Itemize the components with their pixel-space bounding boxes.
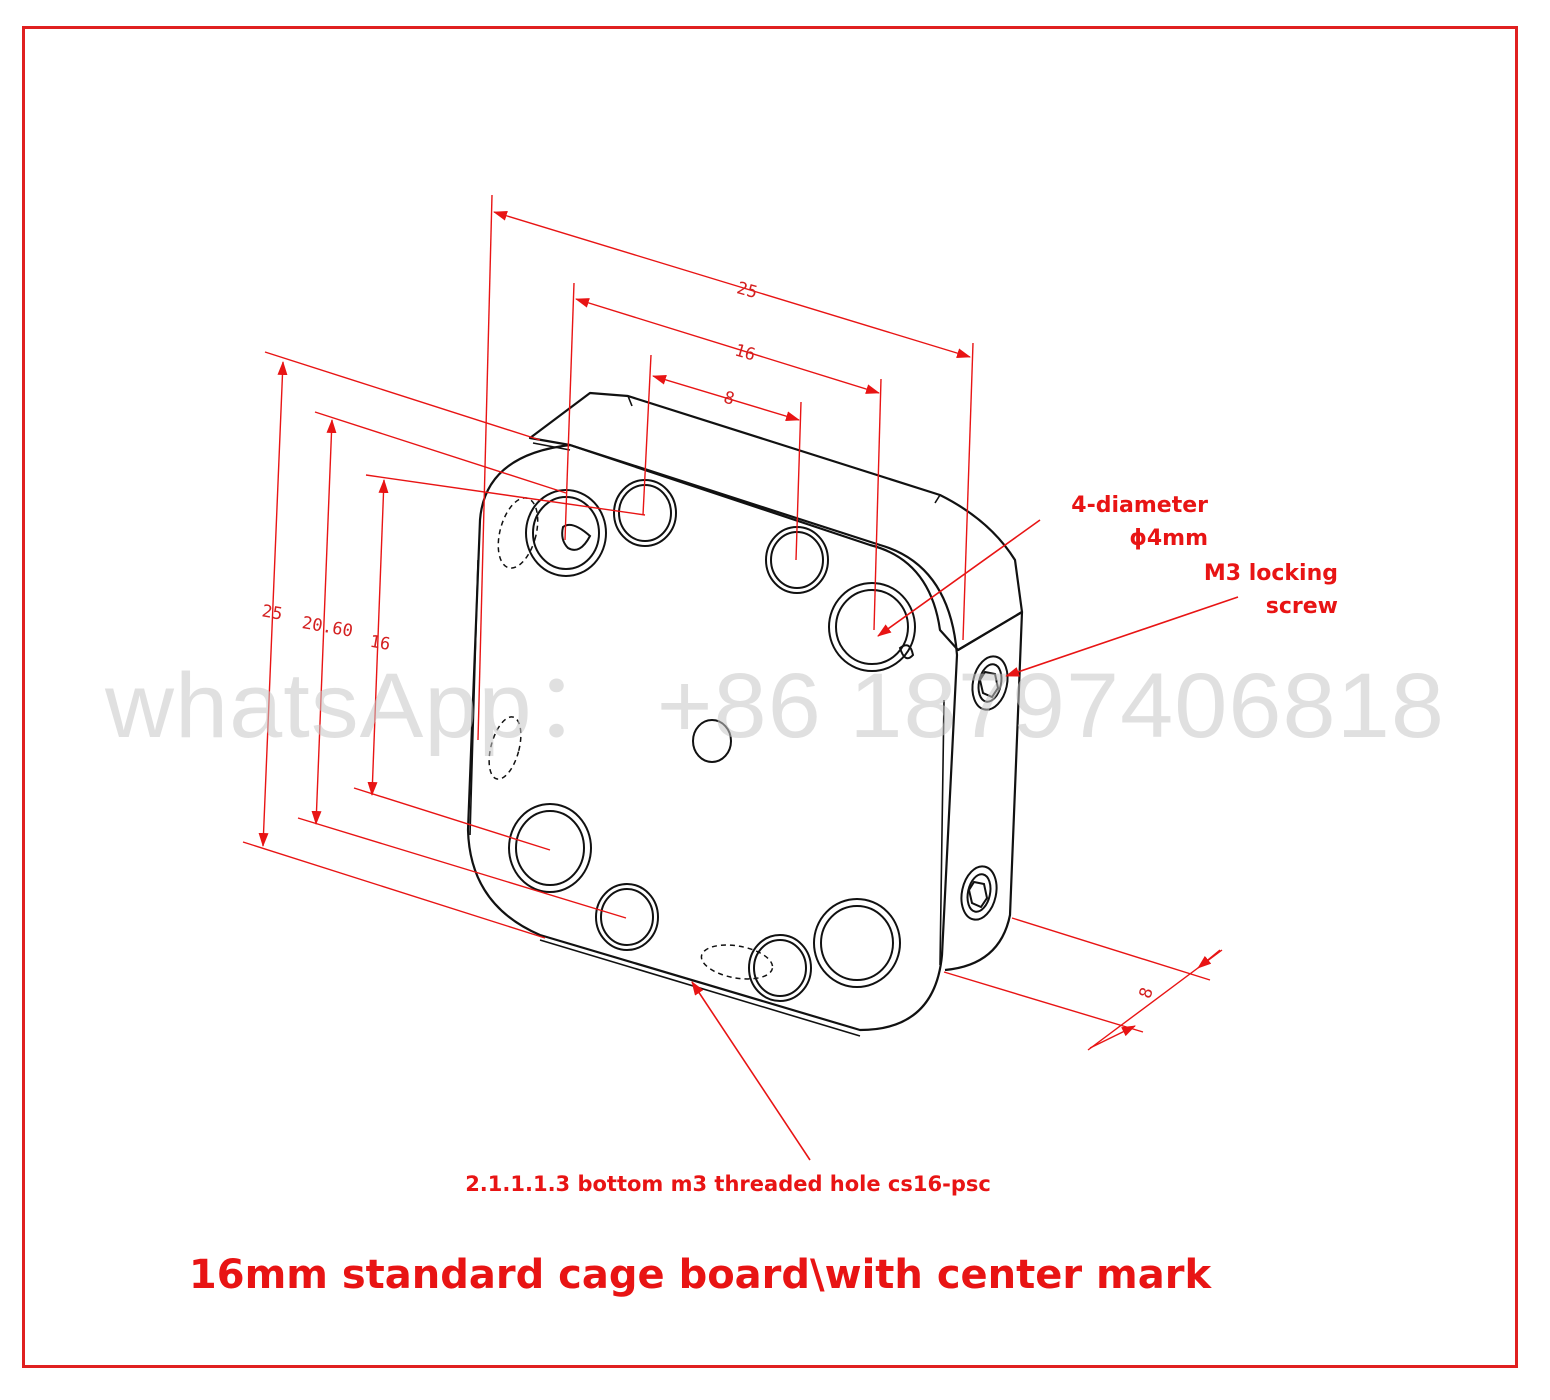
dim-thickness-arrow-bottom — [1089, 1025, 1136, 1049]
dim-height-outer-ext-top — [264, 351, 541, 441]
leader-locking-screw — [1005, 596, 1239, 677]
side-screws — [960, 655, 1009, 921]
hole-large-top-right-inner — [835, 589, 909, 665]
page-title: 16mm standard cage board\with center mar… — [189, 1252, 1213, 1298]
dim-width-mid-ext-left — [564, 282, 575, 541]
side-screw-lower — [960, 865, 998, 921]
dim-height-mid-line — [311, 419, 337, 825]
dim-width-outer-line — [493, 211, 971, 358]
dim-label-width-inner: 8 — [721, 388, 736, 410]
dim-width-inner-ext-right — [795, 401, 802, 561]
dim-width-mid-line — [575, 298, 880, 394]
dim-width-inner-ext-left — [642, 354, 652, 516]
dim-label-height-mid: 20.60 — [300, 613, 354, 642]
dim-height-outer-line — [258, 361, 288, 847]
page-frame — [22, 26, 1518, 1368]
callout-leaders — [691, 519, 1239, 1161]
hole-small-bottom-left — [595, 883, 659, 951]
locking-screw-tip-top-left — [561, 523, 592, 551]
side-screw-upper — [971, 655, 1009, 711]
dim-width-mid-ext-right — [873, 378, 882, 631]
dim-label-height-outer: 25 — [260, 601, 284, 624]
dim-thickness-ext-top — [1011, 917, 1211, 981]
side-screw-lower-hex — [967, 880, 989, 909]
leader-bottom-hole — [691, 981, 811, 1161]
leader-hole-diameter — [877, 519, 1041, 637]
locking-screw-tip-top-right — [898, 644, 915, 660]
hidden-hole-bottom — [700, 944, 774, 980]
dim-label-thickness: 8 — [1136, 985, 1158, 1001]
board-side-face — [944, 610, 1024, 972]
callout-hole-line1: 4-diameter — [1071, 493, 1208, 518]
hole-large-top-right — [828, 582, 916, 672]
hole-small-bottom-right-inner — [753, 939, 807, 997]
dim-thickness-arrow-top — [1197, 949, 1221, 969]
callout-screw-line1: M3 locking — [1204, 561, 1338, 586]
dim-thickness-ext-bottom — [943, 971, 1144, 1033]
board-edge-lines — [469, 395, 945, 1037]
dim-height-inner-ext-top — [365, 474, 646, 516]
callout-screw-line2: screw — [1266, 594, 1338, 619]
dim-height-inner-ext-bottom — [353, 787, 551, 851]
callout-texts: 4-diameter ϕ4mm M3 locking screw 2.1.1.1… — [465, 493, 1338, 1196]
hole-small-bottom-left-inner — [600, 888, 654, 946]
hole-large-bottom-right — [813, 898, 901, 988]
hidden-hole-side-top — [497, 497, 539, 569]
dim-height-outer-ext-bottom — [242, 841, 546, 939]
hidden-hole-side-mid — [488, 716, 522, 780]
dim-height-mid-ext-top — [314, 411, 567, 494]
dimension-labels: 25 16 8 25 20.60 16 8 — [260, 278, 1158, 1001]
dim-label-width-mid: 16 — [732, 341, 757, 366]
watermark: whatsApp： +86 18797406818 — [104, 655, 1445, 757]
hole-small-top-left — [613, 479, 677, 547]
hole-center-mark — [692, 719, 732, 763]
dim-width-inner-line — [652, 374, 800, 422]
dim-label-height-inner: 16 — [368, 632, 392, 655]
hole-small-bottom-right — [748, 934, 812, 1002]
hole-large-top-left — [525, 489, 607, 577]
dim-height-mid-ext-bottom — [297, 817, 627, 919]
side-screw-upper-hex — [978, 670, 1000, 699]
hole-large-bottom-right-inner — [820, 905, 894, 981]
callout-hole-line2: ϕ4mm — [1129, 526, 1208, 551]
dim-height-inner-line — [367, 479, 389, 796]
dimension-lines — [242, 194, 1223, 1051]
hole-large-bottom-left-inner — [515, 810, 585, 886]
dim-width-outer-ext-right — [962, 342, 974, 641]
hole-large-bottom-left — [508, 803, 592, 893]
callout-bottom-hole: 2.1.1.1.3 bottom m3 threaded hole cs16-p… — [465, 1172, 991, 1196]
dim-label-width-outer: 25 — [734, 278, 759, 303]
